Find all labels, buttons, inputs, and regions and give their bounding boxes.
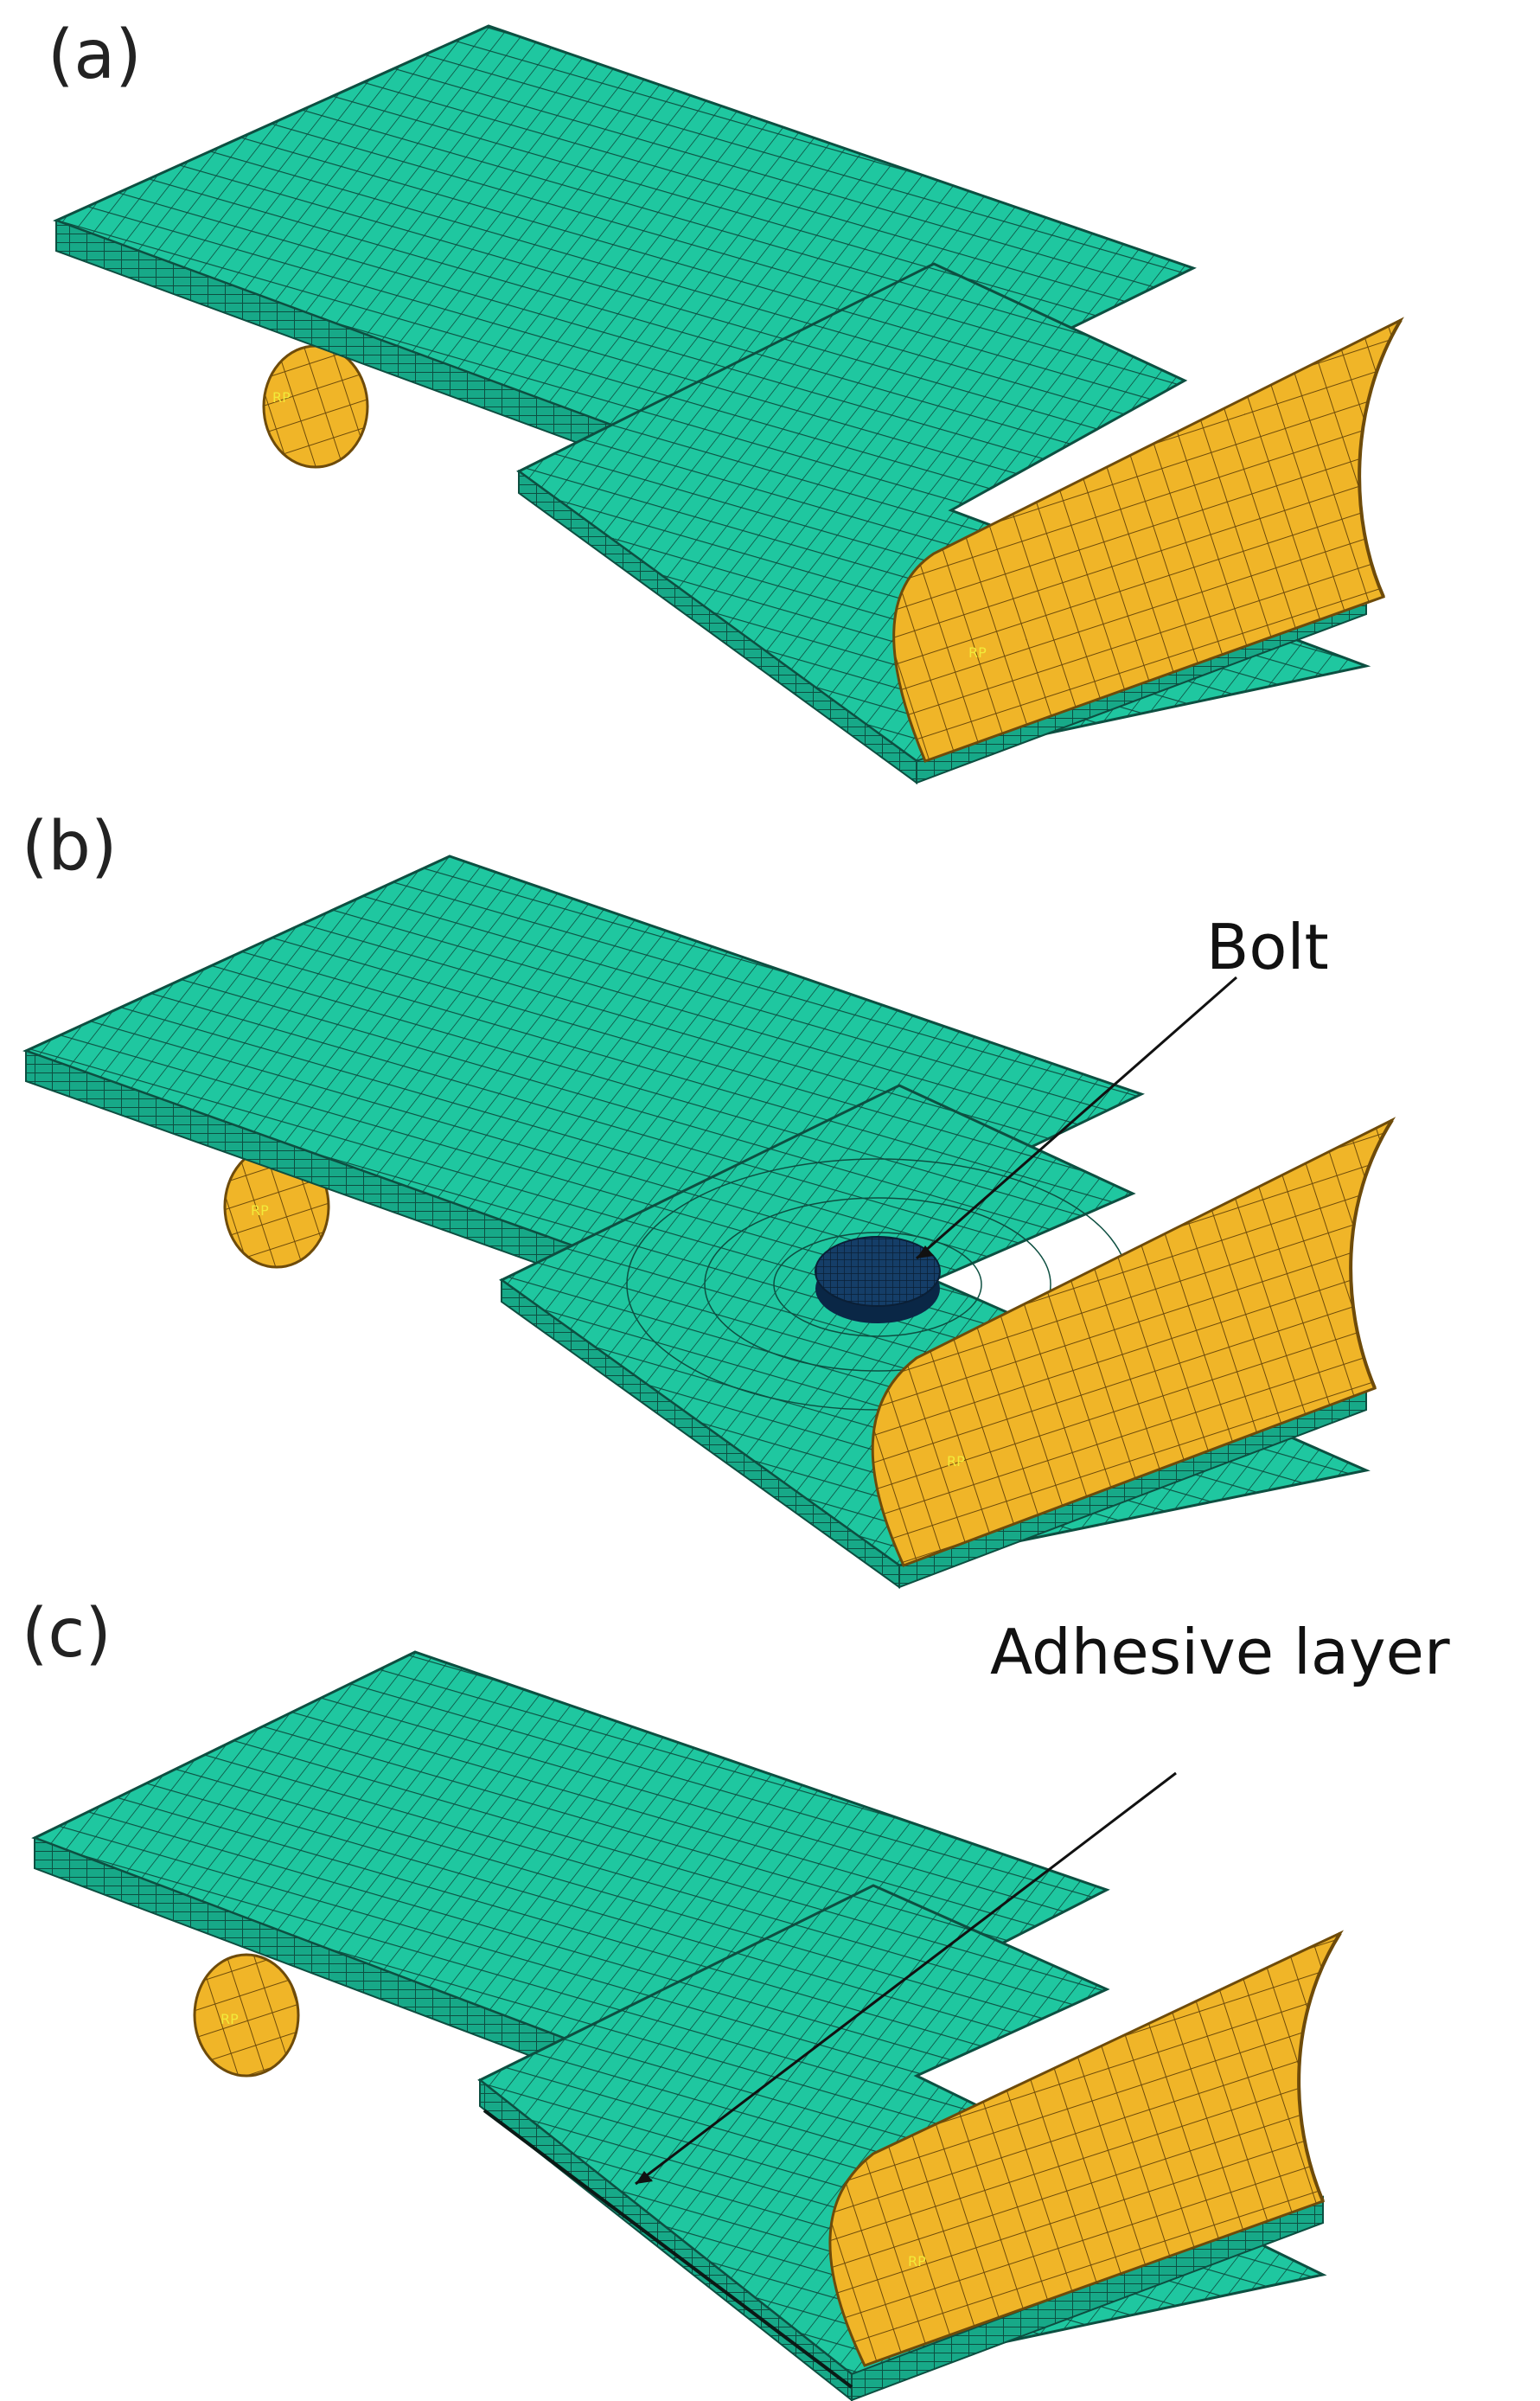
rp-label: RP (968, 644, 987, 661)
loading-roller-a: RP (892, 317, 1404, 763)
bolt (815, 1236, 941, 1323)
rp-label: RP (220, 2011, 239, 2027)
adhesive-callout-label: Adhesive layer (990, 1616, 1450, 1688)
rp-label: RP (947, 1453, 965, 1469)
panel-c-label: (c) (22, 1595, 112, 1673)
panel-a: (a) RP RP (48, 16, 1404, 784)
panel-b-label: (b) (22, 808, 117, 886)
panel-b: (b) RP RP Bolt (22, 808, 1396, 1589)
rp-label: RP (272, 389, 291, 406)
panel-c: (c) RP RP Adhesive layer (22, 1595, 1450, 2401)
support-roller-a: RP (262, 344, 369, 469)
rp-label: RP (251, 1202, 269, 1219)
loading-roller-b: RP (871, 1117, 1396, 1567)
loading-roller-c: RP (828, 1930, 1345, 2367)
adhesive-layer (482, 2109, 853, 2389)
bolt-callout: Bolt (916, 911, 1329, 1260)
adhesive-callout: Adhesive layer (635, 1616, 1450, 2186)
support-roller-c: RP (193, 1953, 300, 2078)
panel-a-label: (a) (48, 16, 142, 94)
rp-label: RP (908, 2253, 926, 2270)
bolt-callout-label: Bolt (1206, 911, 1329, 983)
